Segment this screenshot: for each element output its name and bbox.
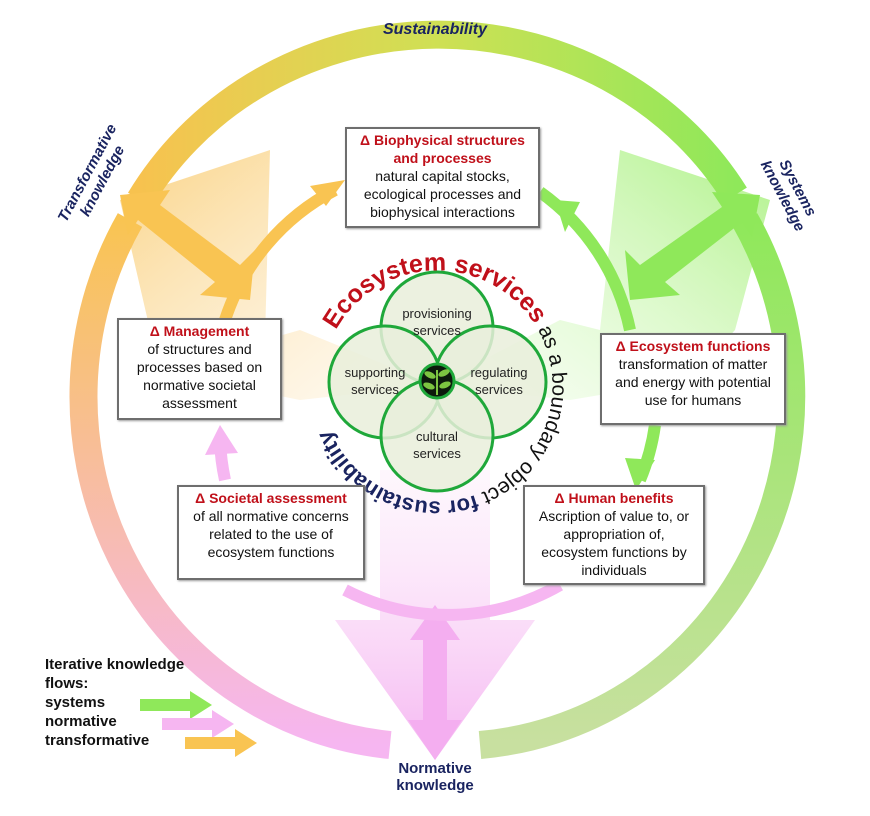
box-title: Δ Biophysical structures and processes (360, 132, 525, 166)
label-sustainability: Sustainability (383, 21, 488, 38)
service-supporting: supporting services (344, 365, 406, 397)
box-biophysical-structures: Δ Biophysical structures and processes n… (345, 127, 540, 228)
legend-item-transformative: transformative (45, 732, 150, 749)
box-management: Δ Management of structures and processes… (117, 318, 282, 420)
service-regulating: regulating services (470, 365, 528, 397)
services-venn (327, 270, 548, 493)
inner-arrow-management-to-biophysical (219, 184, 338, 322)
normative-double-arrow (408, 605, 462, 760)
legend-item-normative: normative (45, 713, 117, 730)
box-body: Ascription of value to, or appropriation… (538, 508, 690, 578)
inner-arrow-benefits-to-societal (342, 579, 563, 621)
box-societal-assessment: Δ Societal assessment of all normative c… (177, 485, 365, 580)
box-body: of all normative concerns related to the… (193, 508, 349, 560)
outer-ring-right-arc (478, 213, 806, 759)
box-body: natural capital stocks, ecological proce… (363, 168, 522, 220)
inner-arrow-biophysical-to-functions (536, 187, 636, 332)
plant-seedling-icon (418, 362, 456, 400)
box-body: transformation of matter and energy with… (615, 356, 771, 408)
inner-arrowhead-green-1 (555, 200, 580, 232)
inner-arrowhead-orange (310, 180, 345, 206)
legend-title: Iterative knowledge flows: (45, 656, 185, 692)
legend-item-systems: systems (45, 694, 106, 711)
box-body: of structures and processes based on nor… (136, 341, 263, 411)
legend: Iterative knowledge flows: systems norma… (45, 655, 220, 750)
box-title: Δ Societal assessment (195, 490, 347, 506)
service-provisioning: provisioning services (402, 306, 472, 338)
systems-double-arrow (625, 192, 760, 300)
box-title: Δ Human benefits (554, 490, 674, 506)
transformative-double-arrow (120, 190, 255, 300)
label-normative-knowledge: Normative knowledge (396, 760, 474, 794)
outer-ring-top-arc (128, 20, 747, 208)
box-title: Δ Ecosystem functions (615, 338, 771, 354)
box-title: Δ Management (149, 323, 250, 339)
outer-ring-left-arc (69, 213, 392, 759)
box-human-benefits: Δ Human benefits Ascription of value to,… (523, 485, 705, 585)
inner-arrowhead-pink (205, 425, 238, 455)
box-ecosystem-functions: Δ Ecosystem functions transformation of … (600, 333, 786, 425)
service-cultural: cultural services (413, 429, 461, 461)
inner-arrowhead-green-2 (625, 458, 655, 490)
